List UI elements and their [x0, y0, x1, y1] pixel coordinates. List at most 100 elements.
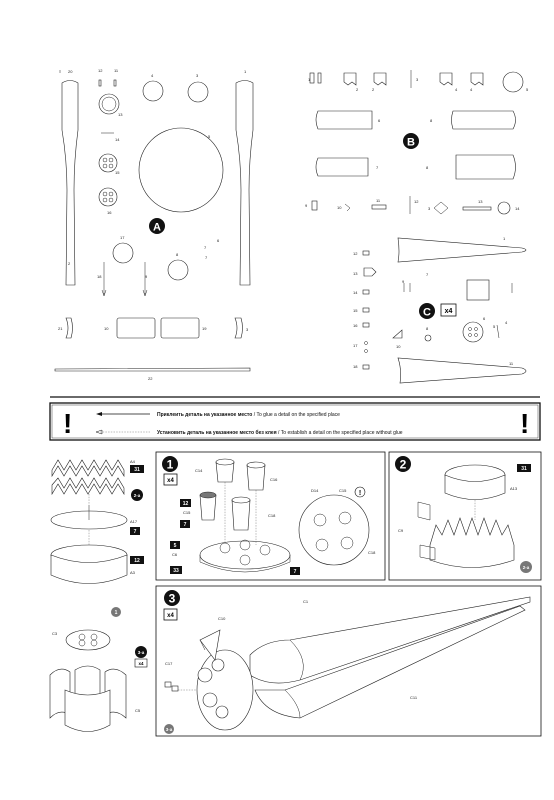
sheet-a-letter: A [153, 222, 161, 234]
part-label: C17 [165, 661, 173, 666]
part-number: 6 [217, 238, 220, 243]
sheet-c-letter: C [423, 307, 431, 319]
part-number: 7 [204, 245, 207, 250]
part-number: 7 [205, 255, 208, 260]
part-number: 7 [426, 272, 429, 277]
parts-sheet-a: A 20 12 11 13 4 3 1 14 5 15 16 17 18 9 8… [54, 68, 254, 381]
part-number: 12 [414, 199, 419, 204]
part-number: 3 [246, 327, 249, 332]
sheet-b-letter: B [407, 137, 415, 149]
part-label: C10 [218, 616, 226, 621]
glue-star-badge [130, 527, 140, 535]
part-number: 2 [356, 87, 359, 92]
ref-badge [131, 489, 143, 501]
sheet-b-badge [403, 133, 419, 149]
star-number: 33 [173, 568, 179, 574]
step-1-panel: 1 x4 ! C14 C16 C15 C18 C6 D14 C15 C18 [155, 451, 386, 581]
sheet-c-badge [419, 303, 435, 319]
part-number: 2 [68, 261, 71, 266]
ref-text: 2-a [523, 565, 530, 570]
ref-text: 1 [115, 610, 118, 616]
part-number: 9 [402, 279, 405, 284]
part-number: 13 [118, 112, 123, 117]
part-number: 15 [353, 308, 358, 313]
star-number: 12 [183, 501, 189, 507]
part-label: C6 [172, 552, 178, 557]
part-label: C16 [270, 477, 278, 482]
part-number: 16 [353, 323, 358, 328]
part-number: 14 [515, 206, 520, 211]
legend-box: ! ! Приклеить деталь на указанное место … [49, 402, 541, 441]
part-number: 7 [376, 165, 379, 170]
part-label: C18 [268, 513, 276, 518]
part-label: C15 [339, 488, 347, 493]
part-number: 8 [426, 165, 429, 170]
part-number: 13 [353, 271, 358, 276]
qty-text: x4 [138, 661, 144, 666]
part-label: C1 [303, 599, 309, 604]
warning-icon: ! [520, 408, 529, 439]
warning-icon: ! [359, 490, 361, 497]
part-number: 16 [107, 210, 112, 215]
part-label: A3 [130, 570, 136, 575]
star-number: 5 [174, 543, 177, 549]
part-number: 2 [372, 87, 375, 92]
part-number: 8 [430, 118, 433, 123]
part-number: 17 [120, 235, 125, 240]
part-number: 13 [478, 199, 483, 204]
part-label: C11 [410, 695, 418, 700]
part-number: 12 [353, 251, 358, 256]
part-number: 11 [376, 198, 381, 203]
ref-text: 3-a [166, 727, 173, 732]
part-number: 15 [115, 170, 120, 175]
part-number: 5 [493, 324, 496, 329]
part-number: 11 [114, 68, 119, 73]
parts-sheet-b: B 1 2 2 3 4 4 5 6 8 7 8 9 10 11 12 3 13 … [305, 70, 529, 215]
part-number: 3 [428, 206, 431, 211]
part-number: 17 [353, 343, 358, 348]
star-number: 7 [184, 522, 187, 528]
part-label: D14 [311, 488, 319, 493]
part-number: 4 [455, 87, 458, 92]
part-number: 1 [503, 236, 506, 241]
part-number: 8 [426, 326, 429, 331]
part-number: 4 [470, 87, 473, 92]
part-number: 10 [396, 344, 401, 349]
legend-glue-line: Приклеить деталь на указанное место / To… [157, 412, 340, 418]
part-number: 18 [97, 274, 102, 279]
step-number: 3 [169, 592, 176, 606]
part-number: 6 [483, 316, 486, 321]
part-number: 3 [416, 77, 419, 82]
star-number: 12 [134, 558, 140, 564]
ref-text: 2-a [134, 493, 141, 498]
part-number: 1 [244, 69, 247, 74]
part-label: C14 [195, 468, 203, 473]
part-number: 8 [176, 252, 179, 257]
part-number: 19 [202, 326, 207, 331]
step-number: 2 [400, 458, 407, 472]
side-assembly-top: A4 A17 A3 31 7 12 2-a [50, 459, 144, 584]
part-number: 10 [337, 205, 342, 210]
ref-text: 3-a [138, 650, 145, 655]
part-label: C9 [398, 528, 404, 533]
qty-text: x4 [167, 478, 174, 484]
part-number: 4 [151, 73, 154, 78]
part-number: 6 [378, 118, 381, 123]
part-number: 5 [208, 134, 211, 139]
part-label: A4 [130, 459, 136, 464]
part-number: 9 [305, 203, 308, 208]
part-number: 12 [98, 68, 103, 73]
part-number: 11 [509, 361, 514, 366]
legend-noglue-line: Установить деталь на указанное место без… [157, 429, 403, 436]
glue-star-badge [130, 556, 144, 564]
side-assembly-bottom: 1 C3 C5 3-a x4 [49, 607, 148, 732]
step-2-panel: 2 A13 C9 31 2-a [388, 451, 542, 581]
sheet-c-qty: x4 [445, 308, 453, 315]
star-number: 7 [294, 569, 297, 575]
part-label: A13 [510, 486, 518, 491]
part-number: 20 [68, 69, 73, 74]
part-number: 14 [353, 290, 358, 295]
sheet-c-qty-box [440, 303, 457, 317]
qty-text: x4 [167, 613, 174, 619]
